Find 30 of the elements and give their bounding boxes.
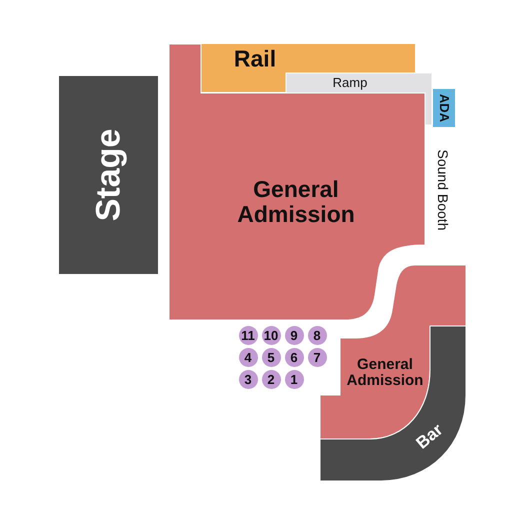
table-number: 9 — [290, 328, 298, 343]
table-number: 7 — [313, 350, 321, 365]
table-number: 4 — [244, 350, 252, 365]
section-label: General Admission — [237, 177, 355, 227]
table-circle — [284, 326, 304, 344]
area-label: Sound Booth — [436, 150, 450, 230]
ada-label: ADA — [436, 94, 452, 122]
table-number: 11 — [241, 328, 255, 343]
table-circle — [308, 348, 326, 366]
table-circle — [238, 348, 258, 366]
table-circle — [262, 370, 280, 388]
rail-label: Rail — [234, 46, 276, 72]
table-number: 8 — [313, 328, 321, 343]
stage-label: Stage — [90, 128, 128, 222]
table-number: 1 — [290, 372, 298, 387]
table-circle — [262, 348, 280, 366]
table-circle — [308, 326, 326, 344]
table-number: 5 — [267, 350, 275, 365]
table-circle — [284, 348, 304, 366]
table-circle — [238, 370, 258, 388]
table-number: 2 — [267, 372, 275, 387]
stage-area — [59, 76, 158, 274]
ada-area — [433, 89, 455, 127]
table-number: 6 — [290, 350, 298, 365]
table-number: 10 — [264, 328, 278, 343]
table-circle — [284, 370, 304, 388]
ramp-label: Ramp — [332, 76, 368, 90]
bar-label: Bar — [413, 420, 447, 454]
section-label: General Admission — [346, 357, 424, 389]
table-number: 3 — [244, 372, 252, 387]
